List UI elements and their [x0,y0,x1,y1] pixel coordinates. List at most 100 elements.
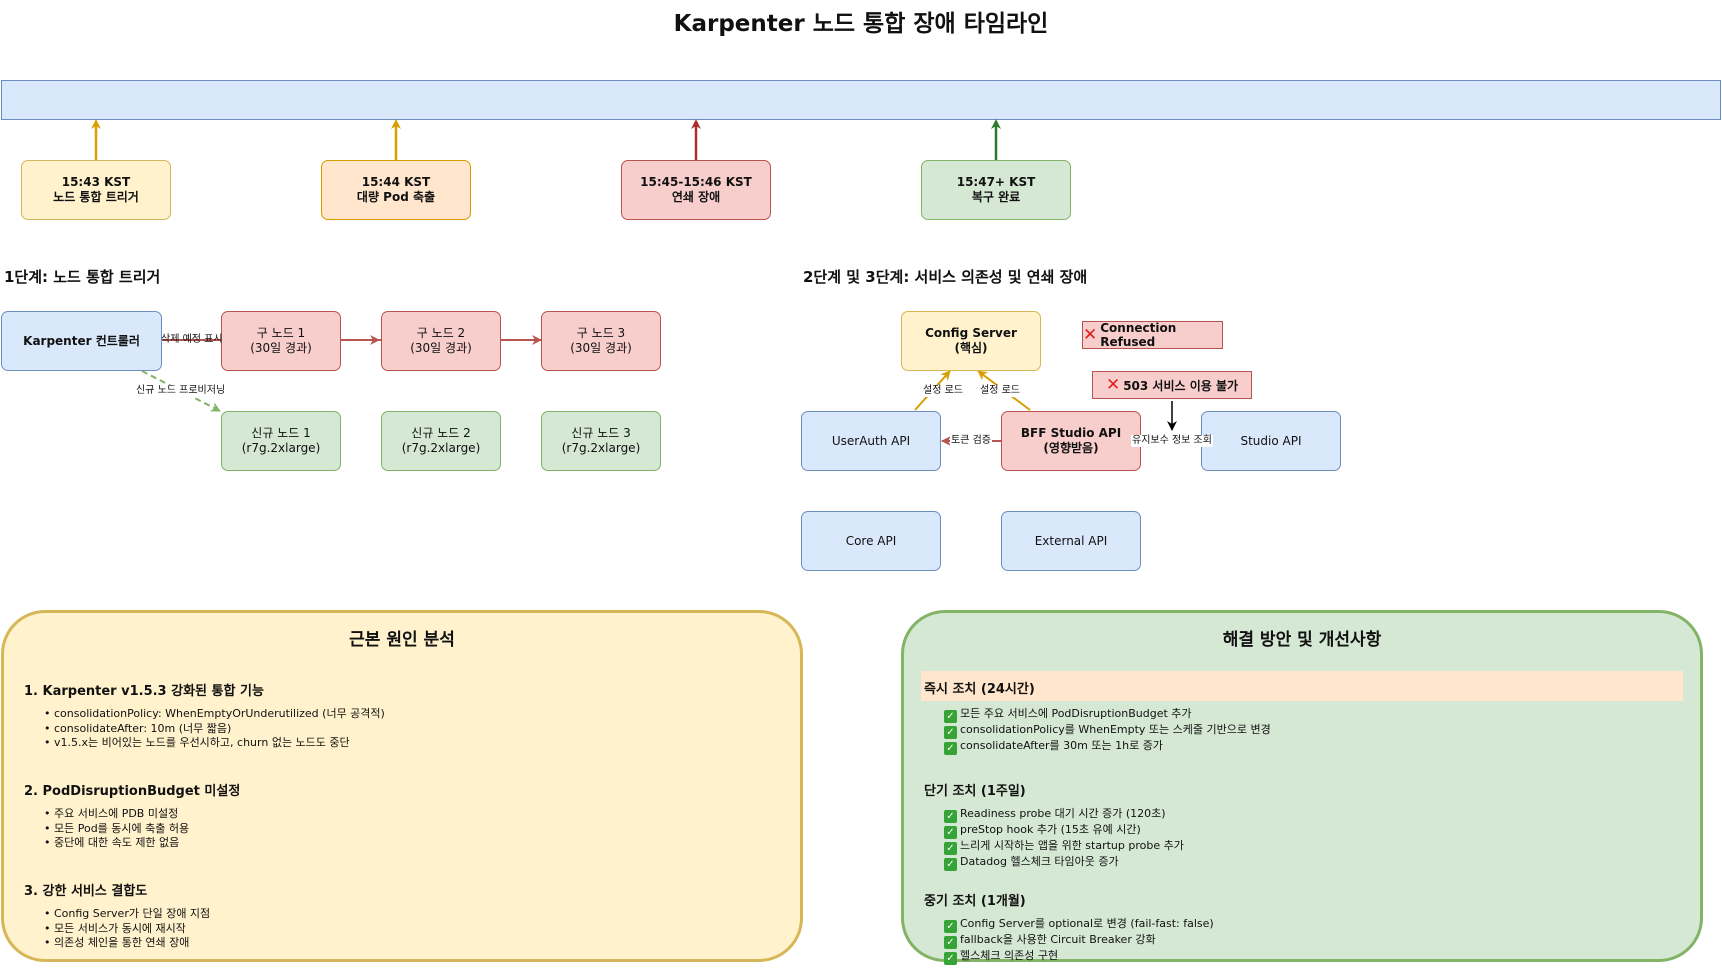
checkmark-icon: ✓ [944,742,957,755]
stage1-title: 1단계: 노드 통합 트리거 [4,268,161,286]
karpenter-controller-node: Karpenter 컨트롤러 [1,311,162,371]
checkmark-icon: ✓ [944,810,957,823]
config-load-label-1: 설정 로드 [922,385,964,397]
node-label: 신규 노드 2 [411,426,471,440]
error-text: 503 서비스 이용 불가 [1123,378,1239,393]
node-detail: (r7g.2xlarge) [401,441,481,455]
list-item: ✓fallback을 사용한 Circuit Breaker 강화 [944,933,1214,949]
timeline-event-2: 15:44 KST 대량 Pod 축출 [321,160,471,220]
root-cause-list-2: • 주요 서비스에 PDB 미설정 • 모든 Pod를 동시에 축출 허용 • … [44,807,189,851]
list-item: ✓모든 주요 서비스에 PodDisruptionBudget 추가 [944,707,1271,723]
timeline-event-4: 15:47+ KST 복구 완료 [921,160,1071,220]
page-title: Karpenter 노드 통합 장애 타임라인 [673,11,1049,37]
old-node-1: 구 노드 1 (30일 경과) [221,311,341,371]
bff-studio-api-node: BFF Studio API (영향받음) [1001,411,1141,471]
solutions-heading-2: 단기 조치 (1주일) [924,784,1026,799]
node-detail: (30일 경과) [570,341,632,355]
list-item: ✓헬스체크 의존성 구현 [944,949,1214,965]
node-detail: (30일 경과) [410,341,472,355]
token-verify-label: 토큰 검증 [950,435,992,447]
root-cause-heading-2: 2. PodDisruptionBudget 미설정 [24,784,241,799]
checkmark-icon: ✓ [944,710,957,723]
solutions-list-3: ✓Config Server를 optional로 변경 (fail-fast:… [944,917,1214,965]
checkmark-icon: ✓ [944,920,957,933]
list-item: • 모든 서비스가 동시에 재시작 [44,921,186,935]
list-item: ✓preStop hook 추가 (15초 유예 시간) [944,823,1184,839]
list-item: ✓Datadog 헬스체크 타임아웃 증가 [944,855,1184,871]
solutions-heading-1: 즉시 조치 (24시간) [924,682,1035,697]
mark-for-deletion-label: 삭제 예정 표시 [161,334,223,345]
node-detail: (30일 경과) [250,341,312,355]
timeline-label: 대량 Pod 축출 [356,190,436,204]
checkmark-icon: ✓ [944,726,957,739]
list-item: ✓Readiness probe 대기 시간 증가 (120초) [944,807,1184,823]
new-node-1: 신규 노드 1 (r7g.2xlarge) [221,411,341,471]
old-node-2: 구 노드 2 (30일 경과) [381,311,501,371]
checkmark-icon: ✓ [944,842,957,855]
node-label: External API [1034,533,1108,548]
list-item: • 주요 서비스에 PDB 미설정 [44,807,179,820]
timeline-time: 15:45-15:46 KST [640,175,752,189]
list-item: • Config Server가 단일 장애 지점 [44,907,211,920]
checkmark-icon: ✓ [944,826,957,839]
list-item: • v1.5.x는 비어있는 노드를 우선시하고, churn 없는 노드도 중… [44,736,350,749]
root-cause-list-3: • Config Server가 단일 장애 지점 • 모든 서비스가 동시에 … [44,907,210,951]
solutions-list-2: ✓Readiness probe 대기 시간 증가 (120초) ✓preSto… [944,807,1184,871]
node-label: Studio API [1240,433,1302,448]
timeline-label: 복구 완료 [971,190,1021,204]
timeline-time: 15:43 KST [61,175,131,189]
core-api-node: Core API [801,511,941,571]
node-label: BFF Studio API [1020,426,1122,440]
node-label: Config Server [925,326,1017,340]
list-item: • consolidateAfter: 10m (너무 짧음) [44,721,232,735]
node-label: Karpenter 컨트롤러 [23,333,140,348]
list-item: • 의존성 체인을 통한 연쇄 장애 [44,936,190,949]
checkmark-icon: ✓ [944,952,957,965]
solutions-list-1: ✓모든 주요 서비스에 PodDisruptionBudget 추가 ✓cons… [944,707,1271,755]
timeline-event-3: 15:45-15:46 KST 연쇄 장애 [621,160,771,220]
external-api-node: External API [1001,511,1141,571]
error-x-icon: ✕ [1083,324,1098,345]
userauth-api-node: UserAuth API [801,411,941,471]
new-node-3: 신규 노드 3 (r7g.2xlarge) [541,411,661,471]
studio-api-node: Studio API [1201,411,1341,471]
timeline-time: 15:44 KST [361,175,431,189]
timeline-label: 연쇄 장애 [671,190,721,204]
node-label: Core API [845,533,897,548]
timeline-event-1: 15:43 KST 노드 통합 트리거 [21,160,171,220]
root-cause-panel [1,610,803,962]
root-cause-list-1: • consolidationPolicy: WhenEmptyOrUnderu… [44,707,385,751]
list-item: • 모든 Pod를 동시에 축출 허용 [44,821,190,835]
service-unavailable-badge: ✕ 503 서비스 이용 불가 [1092,371,1252,399]
node-label: UserAuth API [831,433,911,448]
new-node-2: 신규 노드 2 (r7g.2xlarge) [381,411,501,471]
config-server-node: Config Server (핵심) [901,311,1041,371]
node-label: 구 노드 2 [416,326,466,340]
solutions-title: 해결 방안 및 개선사항 [1222,630,1382,650]
node-detail: (영향받음) [1043,441,1099,455]
old-node-3: 구 노드 3 (30일 경과) [541,311,661,371]
connection-refused-badge: ✕ Connection Refused [1082,321,1223,349]
provision-label: 신규 노드 프로비저닝 [135,385,227,397]
immediate-actions-highlight [921,671,1683,701]
list-item: ✓Config Server를 optional로 변경 (fail-fast:… [944,917,1214,933]
checkmark-icon: ✓ [944,936,957,949]
list-item: ✓느리게 시작하는 앱을 위한 startup probe 추가 [944,839,1184,855]
checkmark-icon: ✓ [944,858,957,871]
solutions-heading-3: 중기 조치 (1개월) [924,894,1026,909]
node-label: 구 노드 1 [256,326,306,340]
timeline-label: 노드 통합 트리거 [53,190,139,204]
node-detail: (핵심) [954,341,988,355]
root-cause-title: 근본 원인 분석 [349,630,455,650]
list-item: ✓consolidateAfter를 30m 또는 1h로 증가 [944,739,1271,755]
node-label: 구 노드 3 [576,326,626,340]
error-text: Connection Refused [1100,321,1177,349]
maintenance-lookup-label: 유지보수 정보 조회 [1131,435,1213,447]
error-x-icon: ✕ [1105,374,1121,395]
node-label: 신규 노드 1 [251,426,311,440]
list-item: • consolidationPolicy: WhenEmptyOrUnderu… [44,707,385,720]
config-load-label-2: 설정 로드 [979,385,1021,397]
solutions-panel [901,610,1703,962]
root-cause-heading-3: 3. 강한 서비스 결합도 [24,884,148,899]
node-detail: (r7g.2xlarge) [561,441,641,455]
